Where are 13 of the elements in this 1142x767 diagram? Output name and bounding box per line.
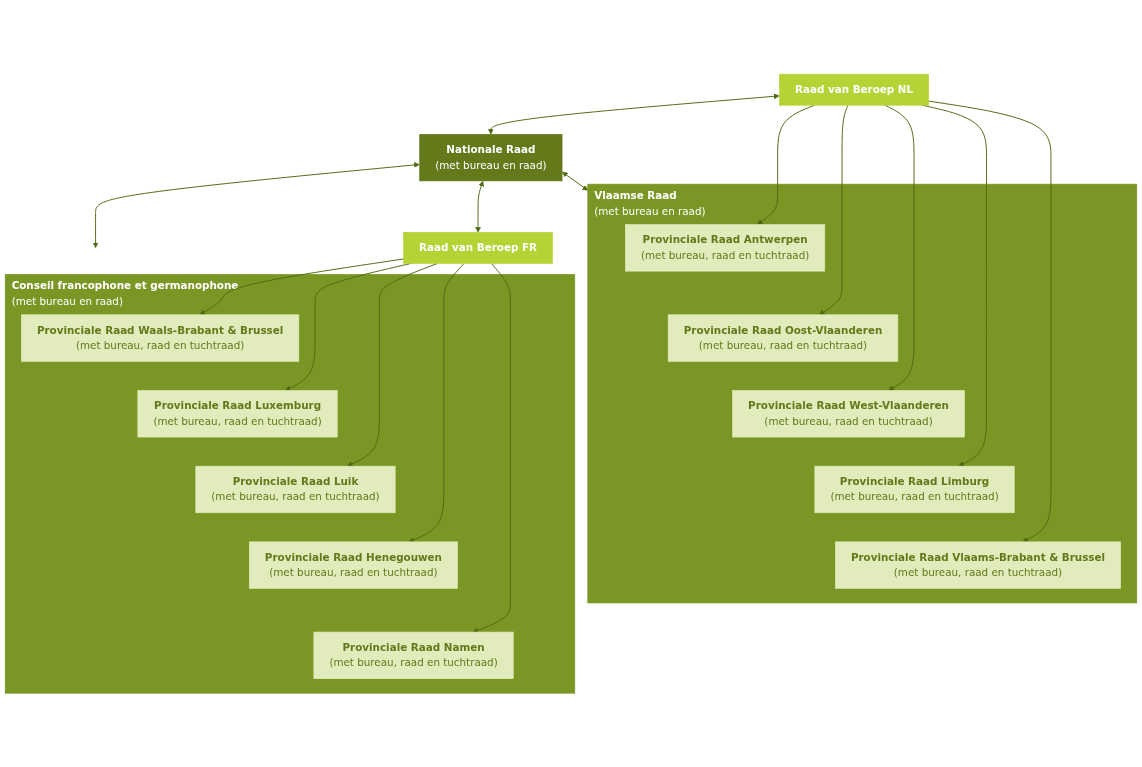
node-box: Provinciale Raad Antwerpen (met bureau, raad en tuchtraad) [625,224,826,272]
node-box: Nationale Raad (met bureau en raad) [419,133,563,182]
node-box: Provinciale Raad Limburg (met bureau, raad en tuchtraad) [814,465,1015,513]
node-box: Provinciale Raad Vlaams-Brabant & Brussel (met bureau, raad en tuchtraad) [835,541,1121,589]
node-box: Provinciale Raad Oost-Vlaanderen (met bureau, raad en tuchtraad) [667,314,899,362]
node-box: Provinciale Raad Namen (met bureau, raad en tuchtraad) [313,631,514,679]
node-box: Raad van Beroep FR [403,231,553,264]
node-box: Provinciale Raad Luxemburg (met bureau, raad en tuchtraad) [137,389,338,438]
node-box: Raad van Beroep NL [779,73,929,106]
node-box: Provinciale Raad West-Vlaanderen (met bureau, raad en tuchtraad) [732,389,965,438]
node-box: Provinciale Raad Waals-Brabant & Brussel (met bureau, raad en tuchtraad) [21,314,300,362]
node-box: Provinciale Raad Luik (met bureau, raad en tuchtraad) [195,465,396,513]
node-box: Provinciale Raad Henegouwen (met bureau, raad en tuchtraad) [249,541,458,589]
